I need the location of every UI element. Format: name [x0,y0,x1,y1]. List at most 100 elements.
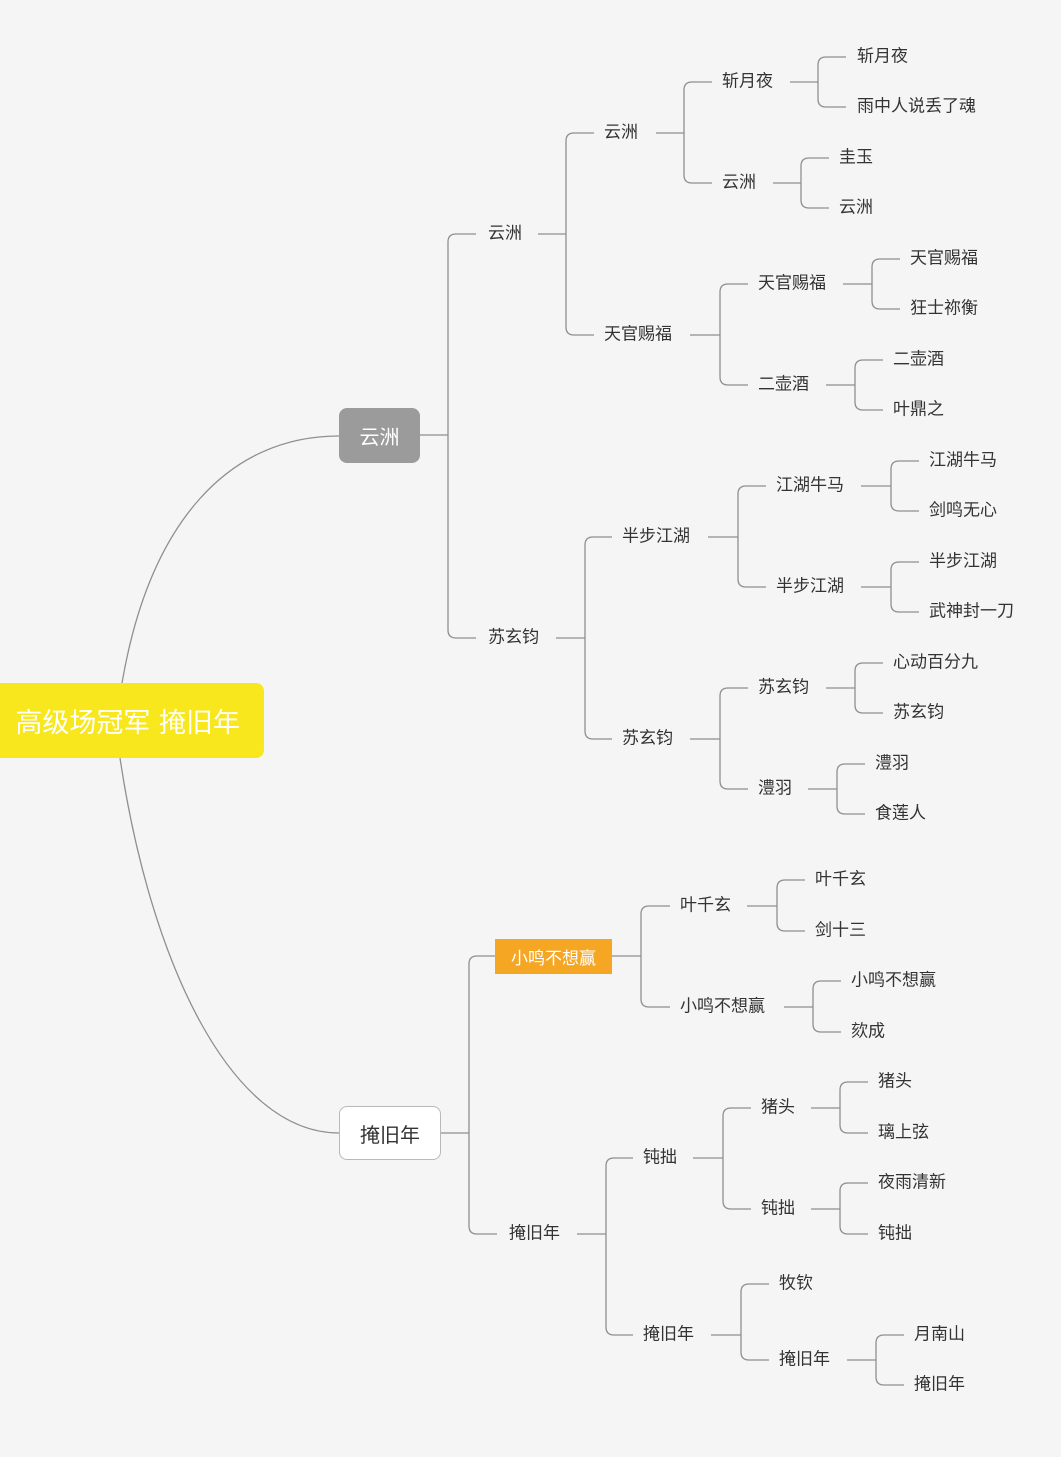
br-yjn2-arm-0 [605,1157,633,1167]
leaf-zhanyueye[interactable]: 斩月夜 [857,46,908,67]
br-yz4-arm-1 [800,199,829,209]
br-yjn4-arm-0 [875,1334,904,1344]
br-bbjh2-arm-0 [890,561,919,571]
br-tg2-arm-1 [871,300,900,310]
leaf-muqin[interactable]: 牧钦 [779,1273,813,1294]
leaf-lishangxian[interactable]: 璃上弦 [878,1122,929,1143]
root-node[interactable]: 高级场冠军 掩旧年 [0,683,264,758]
node-xiaoming-highlight[interactable]: 小鸣不想赢 [495,939,612,974]
leaf-guiyu[interactable]: 圭玉 [839,147,873,168]
br-dz2-arm-1 [839,1225,868,1235]
br-ly-arm-0 [836,763,865,773]
br-dz1-arm-1 [722,1200,751,1210]
br-xm1-arm-1 [640,998,670,1008]
node-jianghuniuma[interactable]: 江湖牛马 [776,475,844,496]
br-ehj-arm-0 [854,359,883,369]
node-tianguan-2[interactable]: 天官赐福 [758,273,826,294]
node-erhujiu[interactable]: 二壶酒 [758,374,809,395]
node-yanjiunian-4[interactable]: 掩旧年 [779,1349,830,1370]
br-bbjh2-arm-1 [890,603,919,613]
node-xiaoming-2[interactable]: 小鸣不想赢 [680,996,765,1017]
leaf-xindong[interactable]: 心动百分九 [893,652,978,673]
leaf-yeqianxuan[interactable]: 叶千玄 [815,869,866,890]
br-dz1-arm-0 [722,1107,751,1117]
node-yunzhou-4[interactable]: 云洲 [722,172,756,193]
node-dunzhuo-2[interactable]: 钝拙 [761,1198,795,1219]
branch-yanjiunian[interactable]: 掩旧年 [339,1106,441,1160]
node-yunzhou-2[interactable]: 云洲 [488,223,522,244]
node-dunzhuo-1[interactable]: 钝拙 [643,1147,677,1168]
br-sxj1-arm-0 [584,536,612,546]
leaf-yedingzhi[interactable]: 叶鼎之 [893,399,944,420]
br-jhnm-arm-1 [890,502,919,512]
leaf-yanjiunian[interactable]: 掩旧年 [914,1374,965,1395]
node-zhanyueye-1[interactable]: 斩月夜 [722,71,773,92]
leaf-shilianren[interactable]: 食莲人 [875,803,926,824]
br-jhnm-arm-0 [890,460,919,470]
br-tg1-arm-1 [719,376,748,386]
br-yz3-arm-0 [683,81,712,91]
curve-root-yanjiunian [119,757,340,1134]
leaf-suxuanjun[interactable]: 苏玄钧 [893,702,944,723]
br-yz4-arm-0 [800,157,829,167]
leaf-jianghuniuma[interactable]: 江湖牛马 [929,450,997,471]
br-sxj2-arm-1 [719,780,748,790]
node-yunzhou-3[interactable]: 云洲 [604,122,638,143]
leaf-wushen[interactable]: 武神封一刀 [929,601,1014,622]
br-bbjh1-arm-0 [737,485,766,495]
br-xm1-arm-0 [640,905,670,915]
leaf-tianguan[interactable]: 天官赐福 [910,248,978,269]
br-yunzhou-arm-0 [447,233,476,243]
leaf-erhujiu[interactable]: 二壶酒 [893,349,944,370]
br-yz2-arm-0 [565,132,594,142]
leaf-zhutou[interactable]: 猪头 [878,1071,912,1092]
br-yjn3-arm-0 [740,1283,769,1293]
leaf-kuangshi[interactable]: 狂士祢衡 [910,298,978,319]
leaf-jianshisan[interactable]: 剑十三 [815,920,866,941]
node-zhutou[interactable]: 猪头 [761,1097,795,1118]
node-banbujianghu-1[interactable]: 半步江湖 [622,526,690,547]
node-suxuanjun-1[interactable]: 苏玄钧 [488,627,539,648]
leaf-xiaoming[interactable]: 小鸣不想赢 [851,970,936,991]
leaf-yeyuqingxin[interactable]: 夜雨清新 [878,1172,946,1193]
branch-yunzhou[interactable]: 云洲 [339,408,420,463]
br-yz2-arm-1 [565,326,594,336]
br-yqx-arm-0 [776,879,805,889]
node-suxuanjun-3[interactable]: 苏玄钧 [758,677,809,698]
node-liyu[interactable]: 澧羽 [758,778,792,799]
leaf-yuenanshan[interactable]: 月南山 [914,1324,965,1345]
br-xm2-arm-0 [812,980,841,990]
node-tianguan-1[interactable]: 天官赐福 [604,324,672,345]
leaf-liyu[interactable]: 澧羽 [875,753,909,774]
br-zyy-arm-0 [817,56,846,66]
br-zyy-arm-1 [817,98,846,108]
br-yjn2-arm-1 [605,1326,633,1336]
br-ly-arm-1 [836,805,865,815]
node-yanjiunian-2[interactable]: 掩旧年 [509,1223,560,1244]
br-bbjh1-arm-1 [737,578,766,588]
leaf-yicheng[interactable]: 欬成 [851,1021,885,1042]
br-yqx-arm-1 [776,922,805,932]
br-sxj1-arm-1 [584,730,612,740]
leaf-dunzhuo[interactable]: 钝拙 [878,1223,912,1244]
br-zt-arm-0 [839,1081,868,1091]
br-ehj-arm-1 [854,401,883,411]
curve-root-yunzhou [121,435,340,684]
leaf-jianmingwuxin[interactable]: 剑鸣无心 [929,500,997,521]
node-yanjiunian-3[interactable]: 掩旧年 [643,1324,694,1345]
node-banbujianghu-2[interactable]: 半步江湖 [776,576,844,597]
node-suxuanjun-2[interactable]: 苏玄钧 [622,728,673,749]
br-xm2-arm-1 [812,1023,841,1033]
node-yeqianxuan[interactable]: 叶千玄 [680,895,731,916]
leaf-yunzhou[interactable]: 云洲 [839,197,873,218]
br-yanjiunian-arm-0 [468,955,497,965]
br-tg2-arm-0 [871,258,900,268]
leaf-yuzhongren[interactable]: 雨中人说丢了魂 [857,96,976,117]
br-dz2-arm-0 [839,1182,868,1192]
br-yanjiunian-arm-1 [468,1225,497,1235]
leaf-banbujianghu[interactable]: 半步江湖 [929,551,997,572]
br-sxj3-arm-0 [854,662,883,672]
br-sxj2-arm-0 [719,687,748,697]
br-tg1-arm-0 [719,283,748,293]
